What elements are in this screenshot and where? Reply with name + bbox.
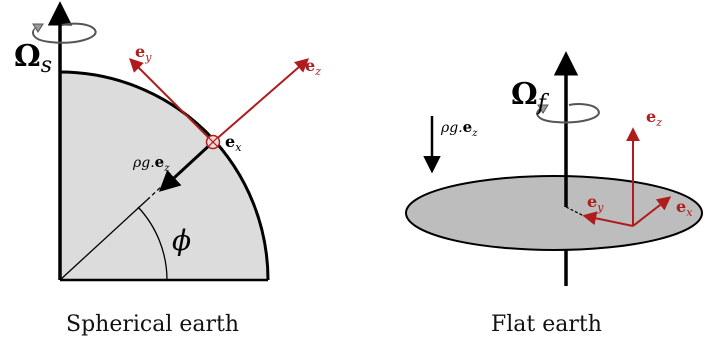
ez-vector xyxy=(212,58,310,143)
earth-surface-arc xyxy=(59,70,270,281)
gravity-label: ρg.ez xyxy=(132,153,170,174)
angle-arc xyxy=(137,206,168,281)
omega-f-label: Ωf xyxy=(511,77,550,116)
ez-label: ez xyxy=(305,56,321,78)
gravity-arrow xyxy=(158,140,215,192)
rotation-swirl-icon xyxy=(32,22,97,44)
flat-ex-vector xyxy=(632,196,672,227)
flat-ex-label: ex xyxy=(676,197,693,219)
ey-label: ey xyxy=(135,42,152,64)
radius-dashed xyxy=(146,184,164,201)
ey-vector xyxy=(129,58,214,143)
flat-ey-label: ey xyxy=(587,192,604,214)
flat-disk xyxy=(405,175,703,251)
flat-ez-label: ez xyxy=(646,107,662,129)
flat-earth-figure: Ωf ez ey ex ρg.ez Flat earth xyxy=(405,51,703,337)
angle-phi-label: ϕ xyxy=(172,224,191,257)
spherical-caption: Spherical earth xyxy=(66,312,239,337)
earth-quarter-disk xyxy=(60,72,268,280)
flat-ey-vector xyxy=(582,211,634,227)
center-dashed xyxy=(565,206,585,217)
radius-line xyxy=(59,199,148,281)
ex-label: ex xyxy=(225,132,242,154)
ex-into-page-icon xyxy=(205,134,221,150)
flat-caption: Flat earth xyxy=(491,312,602,337)
spherical-earth-figure: Ωs ey ez ex ρg.ez ϕ Spherical earth xyxy=(14,1,321,337)
omega-s-label: Ωs xyxy=(14,39,52,78)
rotation-swirl-icon xyxy=(536,103,600,124)
flat-gravity-label: ρg.ez xyxy=(440,118,478,139)
